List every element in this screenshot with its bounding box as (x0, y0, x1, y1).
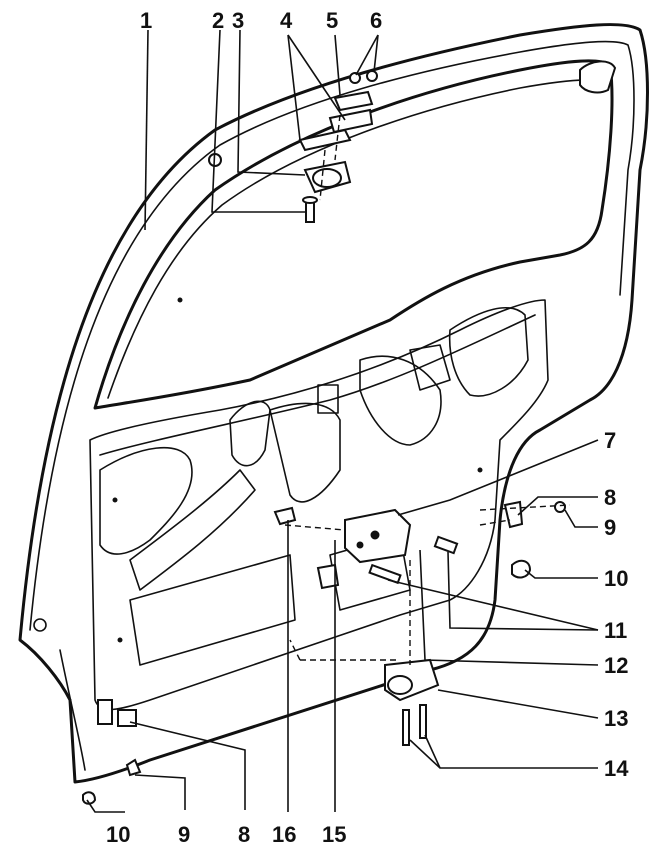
callout-13: 13 (604, 706, 628, 731)
callout-9-bottom: 9 (178, 822, 190, 847)
callout-10-bottom: 10 (106, 822, 130, 847)
callout-4: 4 (280, 8, 293, 33)
callout-7: 7 (604, 428, 616, 453)
callout-labels: 1 2 3 4 5 6 7 8 9 10 11 12 13 14 10 9 8 … (106, 8, 629, 847)
callout-6: 6 (370, 8, 382, 33)
callout-11: 11 (604, 618, 627, 643)
callout-12: 12 (604, 653, 628, 678)
lock-assembly (82, 500, 566, 805)
callout-9-right: 9 (604, 515, 616, 540)
leader-lines (86, 29, 599, 813)
callout-8-bottom: 8 (238, 822, 250, 847)
callout-15: 15 (322, 822, 346, 847)
callout-16: 16 (272, 822, 296, 847)
callout-1: 1 (140, 8, 152, 33)
callout-10-right: 10 (604, 566, 628, 591)
alignment-lines (284, 114, 571, 665)
mirror-mount-parts (208, 60, 617, 223)
callout-3: 3 (232, 8, 244, 33)
callout-8-right: 8 (604, 485, 616, 510)
callout-5: 5 (326, 8, 338, 33)
callout-14: 14 (604, 756, 629, 781)
callout-2: 2 (212, 8, 224, 33)
